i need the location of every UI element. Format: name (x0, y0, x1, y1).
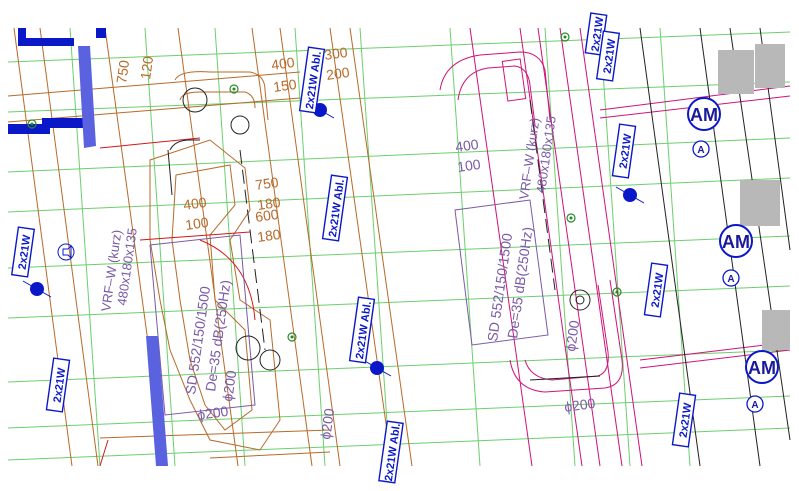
dim-750: 750 (113, 59, 132, 85)
motor-am-icon: AM (719, 224, 753, 258)
dim-100: 100 (184, 214, 210, 233)
dia-200-a: ϕ200 (196, 403, 229, 423)
dia-200-c: ϕ200 (317, 407, 337, 440)
luminaire-box: 2x21W (671, 392, 697, 448)
dim-750b: 750 (254, 174, 280, 193)
dim-180: 180 (256, 194, 282, 213)
svg-text:2x21W: 2x21W (17, 234, 34, 271)
luminaire-abl-box: 2x21W Abl. (348, 296, 376, 364)
dim-400c: 400 (454, 136, 480, 155)
sensor-a-icon: A (746, 395, 764, 413)
dim-400: 400 (270, 54, 296, 73)
svg-text:2x21W: 2x21W (650, 272, 667, 309)
svg-text:AM: AM (748, 358, 776, 378)
dia-200-d: ϕ200 (563, 395, 596, 415)
svg-text:2x21W: 2x21W (52, 367, 69, 404)
svg-text:AM: AM (690, 105, 718, 125)
luminaire-box: 2x21W (45, 357, 71, 413)
luminaire-box: 2x21W (10, 226, 36, 278)
blue-walls (8, 28, 106, 134)
dim-120: 120 (137, 55, 156, 81)
svg-text:2x21W: 2x21W (678, 402, 695, 439)
motor-am-icon: AM (687, 97, 721, 131)
motor-am-icon: AM (745, 350, 779, 384)
red-lines (99, 137, 256, 467)
dim-200: 200 (325, 64, 351, 83)
svg-text:2x21W: 2x21W (618, 133, 635, 170)
green-grid (7, 27, 791, 467)
speaker-icon (57, 243, 75, 261)
purple-outlines (149, 199, 549, 416)
luminaire-box: 2x21W (643, 262, 669, 318)
svg-text:A: A (751, 400, 758, 411)
dia-200-e: ϕ200 (562, 319, 582, 352)
dim-600: 600 (254, 206, 280, 225)
svg-text:A: A (727, 274, 734, 285)
sensor-a-icon: A (692, 140, 710, 158)
svg-text:2x21W: 2x21W (602, 38, 619, 75)
luminaire-box: 2x21W (611, 123, 637, 179)
sensor-a-icon: A (722, 269, 740, 287)
dim-300: 300 (323, 44, 349, 63)
luminaire-box: 2x21W (595, 30, 621, 82)
dim-400b: 400 (182, 194, 208, 213)
svg-text:A: A (697, 145, 704, 156)
dim-150: 150 (272, 76, 298, 95)
hatched-walls (78, 46, 168, 466)
svg-text:AM: AM (722, 232, 750, 252)
dim-180b: 180 (256, 226, 282, 245)
dim-100b: 100 (456, 156, 482, 175)
gray-blocks (718, 44, 790, 350)
dia-200-b: ϕ200 (219, 369, 239, 402)
